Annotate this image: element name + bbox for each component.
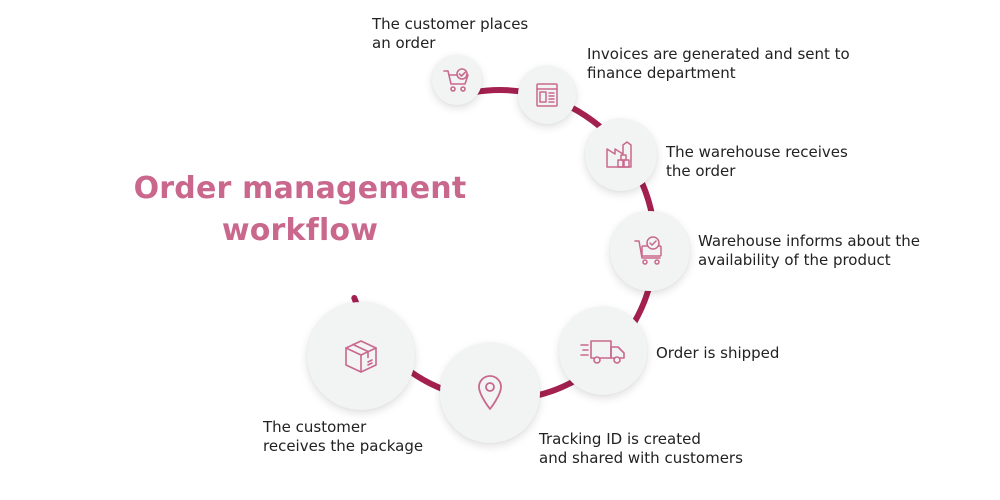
diagram-title: Order management workflow	[100, 168, 500, 252]
step-6-line-1: Tracking ID is created	[539, 430, 701, 448]
location-pin-icon	[475, 374, 505, 412]
step-6-node	[440, 343, 540, 443]
step-1-label: The customer places an order	[372, 15, 528, 53]
step-2-line-2: finance department	[587, 64, 736, 82]
step-1-line-2: an order	[372, 34, 436, 52]
step-4-label: Warehouse informs about the availability…	[698, 232, 920, 270]
step-4-line-1: Warehouse informs about the	[698, 232, 921, 250]
step-4-node	[610, 211, 690, 291]
step-3-line-1: The warehouse receives	[666, 143, 848, 161]
step-6-line-2: and shared with customers	[539, 449, 743, 467]
step-5-line-1: Order is shipped	[656, 344, 780, 362]
cart-check-icon	[442, 65, 472, 95]
truck-icon	[579, 336, 627, 366]
step-5-label: Order is shipped	[656, 344, 779, 363]
step-6-label: Tracking ID is created and shared with c…	[539, 430, 743, 468]
step-3-line-2: the order	[666, 162, 736, 180]
step-7-node	[307, 302, 415, 410]
package-icon	[340, 335, 382, 377]
step-4-line-2: availability of the product	[698, 251, 891, 269]
factory-icon	[603, 137, 639, 173]
step-3-node	[585, 119, 657, 191]
title-line-1: Order management	[133, 171, 467, 206]
step-2-label: Invoices are generated and sent to finan…	[587, 45, 850, 83]
step-3-label: The warehouse receives the order	[666, 143, 848, 181]
step-7-line-1: The customer	[263, 418, 367, 436]
trolley-check-icon	[632, 233, 668, 269]
invoice-icon	[532, 80, 562, 110]
step-1-line-1: The customer places	[372, 15, 529, 33]
step-2-line-1: Invoices are generated and sent to	[587, 45, 850, 63]
step-2-node	[518, 66, 576, 124]
step-5-node	[559, 307, 647, 395]
step-7-line-2: receives the package	[263, 437, 424, 455]
step-1-node	[432, 55, 482, 105]
step-7-label: The customer receives the package	[263, 418, 423, 456]
title-line-2: workflow	[221, 213, 379, 248]
